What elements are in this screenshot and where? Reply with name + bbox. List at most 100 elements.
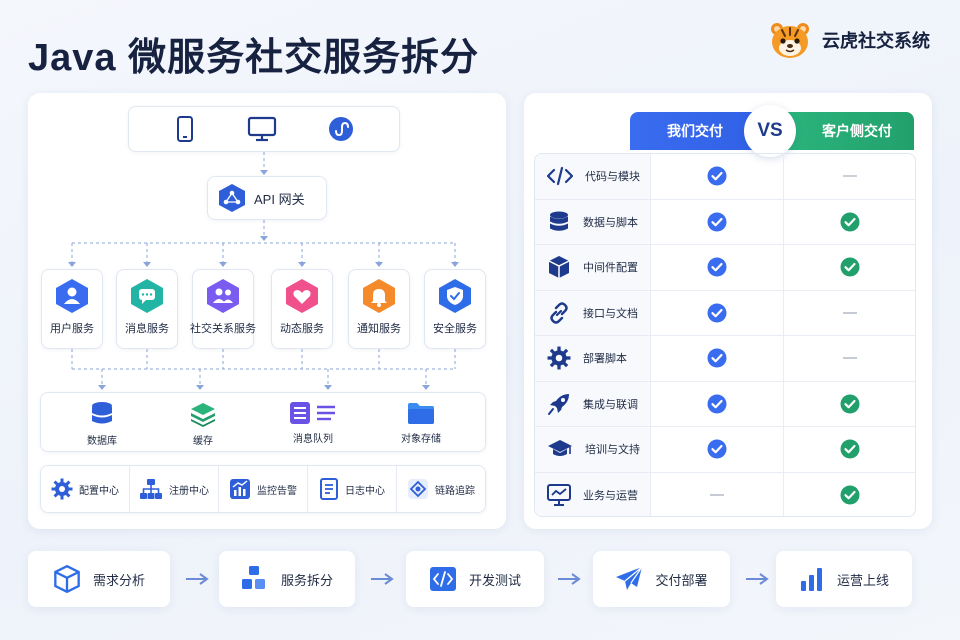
comparison-row: 接口与文档: [535, 290, 915, 336]
step-label: 开发测试: [468, 572, 521, 588]
user-group-icon: [207, 279, 239, 313]
comparison-table: 代码与模块 数据与脚本 中间件配置: [534, 153, 916, 517]
feature-label: 中间件配置: [583, 262, 638, 275]
cell-client: [783, 154, 915, 199]
comparison-row: 培训与文持: [535, 427, 915, 473]
feature-label: 业务与运营: [583, 490, 638, 503]
comparison-row: 代码与模块: [535, 154, 915, 200]
comparison-row: 中间件配置: [535, 245, 915, 291]
mobile-phone-icon: [177, 116, 194, 142]
service-label: 消息服务: [125, 323, 169, 335]
vs-badge: VS: [744, 105, 796, 157]
check-circle-icon: [707, 348, 727, 368]
gear-icon: [51, 478, 73, 500]
feature-label: 接口与文档: [583, 307, 638, 320]
graduation-cap-icon: [548, 440, 572, 457]
process-step: 运营上线: [776, 551, 912, 607]
header-client-delivery: 客户侧交付: [780, 112, 914, 150]
comparison-row: 集成与联调: [535, 381, 915, 427]
check-circle-icon: [707, 303, 727, 323]
storage-cache: 缓存: [189, 401, 217, 447]
infra-tracing: 链路追踪: [397, 466, 485, 512]
chat-bubble-icon: [131, 279, 163, 313]
gear-icon: [547, 346, 571, 370]
check-circle-icon: [707, 212, 727, 232]
storage-label: 消息队列: [293, 434, 333, 445]
cell-client: [783, 381, 915, 426]
api-gateway: API 网关: [207, 176, 327, 220]
monitor-chart-icon: [547, 484, 571, 507]
storage-message-queue: 消息队列: [289, 401, 337, 445]
feature-label: 集成与联调: [583, 398, 638, 411]
message-queue-icon: [290, 402, 335, 424]
arrow-right-icon: [371, 573, 394, 585]
service-message: 消息服务: [116, 269, 178, 349]
cell-client: [783, 336, 915, 381]
service-label: 通知服务: [357, 323, 401, 335]
cache-layers-icon: [191, 403, 215, 427]
link-icon: [550, 302, 568, 324]
feature-label: 代码与模块: [585, 171, 640, 184]
storage-label: 对象存储: [401, 434, 441, 445]
bell-icon: [363, 279, 395, 313]
arrow-right-icon: [558, 573, 581, 585]
cell-client: [783, 472, 915, 516]
feature-label: 部署脚本: [583, 353, 627, 366]
rocket-icon: [548, 393, 569, 415]
comparison-row: 业务与运营: [535, 472, 915, 516]
service-security: 安全服务: [424, 269, 486, 349]
user-icon: [56, 279, 88, 313]
cube-icon: [548, 256, 570, 279]
cell-client: [783, 199, 915, 244]
cell-ours: [650, 472, 783, 516]
check-circle-icon: [707, 166, 727, 186]
check-circle-icon: [707, 394, 727, 414]
storage-bar: 数据库 缓存 消息队列: [40, 392, 486, 452]
check-circle-icon: [840, 257, 859, 277]
comparison-panel: 我们交付 客户侧交付 VS 代码与模块 数据与脚本: [524, 93, 932, 529]
brand: 云虎社交系统: [768, 20, 930, 60]
service-label: 动态服务: [280, 323, 324, 335]
arrow-right-icon: [186, 573, 209, 585]
api-gateway-icon: [219, 184, 245, 212]
step-label: 需求分析: [92, 572, 145, 588]
step-label: 运营上线: [836, 572, 889, 588]
heart-icon: [286, 279, 318, 313]
service-notification: 通知服务: [348, 269, 410, 349]
infra-config-center: 配置中心: [41, 466, 130, 512]
infra-label: 日志中心: [345, 485, 385, 497]
process-step: 交付部署: [593, 551, 730, 607]
network-hierarchy-icon: [140, 479, 162, 499]
process-step: 开发测试: [406, 551, 544, 607]
check-circle-icon: [707, 439, 727, 459]
folder-icon: [408, 403, 434, 424]
paper-plane-icon: [616, 566, 643, 590]
mini-program-icon: [328, 117, 353, 141]
feature-label: 培训与文持: [585, 444, 640, 457]
arrow-right-icon: [746, 573, 769, 585]
infra-registry: 注册中心: [130, 466, 219, 512]
infra-monitoring: 监控告警: [219, 466, 308, 512]
infra-label: 注册中心: [169, 485, 209, 497]
page-title: Java 微服务社交服务拆分: [28, 37, 480, 79]
infra-label: 配置中心: [79, 485, 119, 497]
cell-client: [783, 245, 915, 290]
service-label: 用户服务: [50, 323, 94, 335]
process-step: 需求分析: [28, 551, 170, 607]
storage-label: 缓存: [193, 436, 213, 447]
cell-ours: [650, 427, 783, 472]
comparison-row: 部署脚本: [535, 336, 915, 382]
cell-ours: [650, 381, 783, 426]
comparison-row: 数据与脚本: [535, 199, 915, 245]
bar-chart-icon: [800, 568, 822, 591]
infra-log-center: 日志中心: [308, 466, 397, 512]
dash-icon: [842, 357, 857, 360]
service-user: 用户服务: [41, 269, 103, 349]
monitoring-chart-icon: [230, 479, 250, 499]
log-document-icon: [320, 478, 338, 500]
process-step: 服务拆分: [219, 551, 355, 607]
trace-target-icon: [408, 479, 428, 499]
gateway-label: API 网关: [254, 191, 305, 207]
check-circle-icon: [840, 212, 859, 232]
storage-label: 数据库: [87, 436, 117, 447]
